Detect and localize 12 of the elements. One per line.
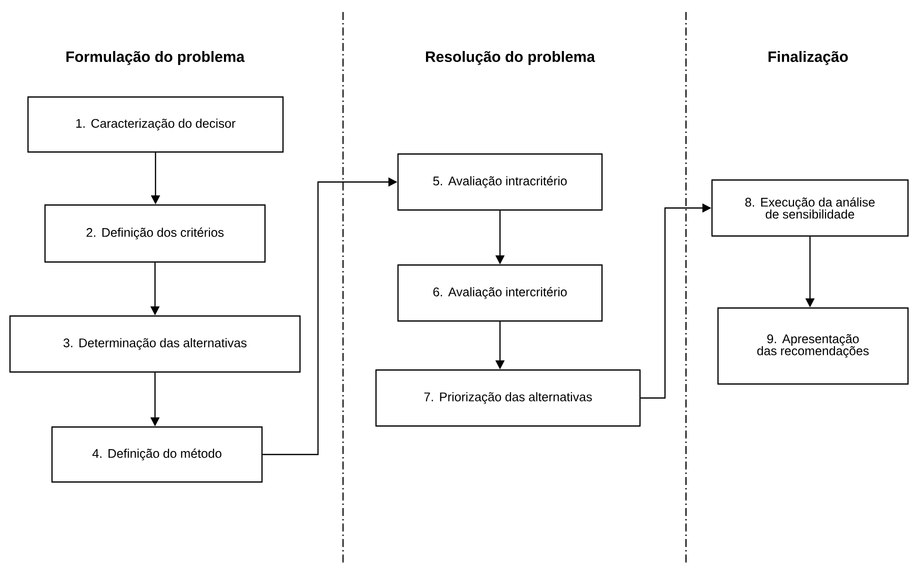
process-box: 2. Definição dos critérios	[44, 204, 266, 263]
column-heading: Formulação do problema	[66, 51, 245, 65]
process-box: 7. Priorização das alternativas	[375, 369, 641, 427]
column-heading: Finalização	[768, 51, 848, 65]
process-box: 8. Execução da análise de sensibilidade	[711, 179, 909, 237]
process-box: 4. Definição do método	[51, 426, 263, 483]
process-box: 6. Avaliação intercritério	[397, 264, 603, 322]
process-box: 9. Apresentação das recomendações	[717, 307, 909, 385]
process-box: 3. Determinação das alternativas	[9, 315, 301, 373]
column-heading: Resolução do problema	[426, 51, 596, 65]
process-box: 5. Avaliação intracritério	[397, 153, 603, 211]
process-box: 1. Caracterização do decisor	[27, 96, 284, 153]
